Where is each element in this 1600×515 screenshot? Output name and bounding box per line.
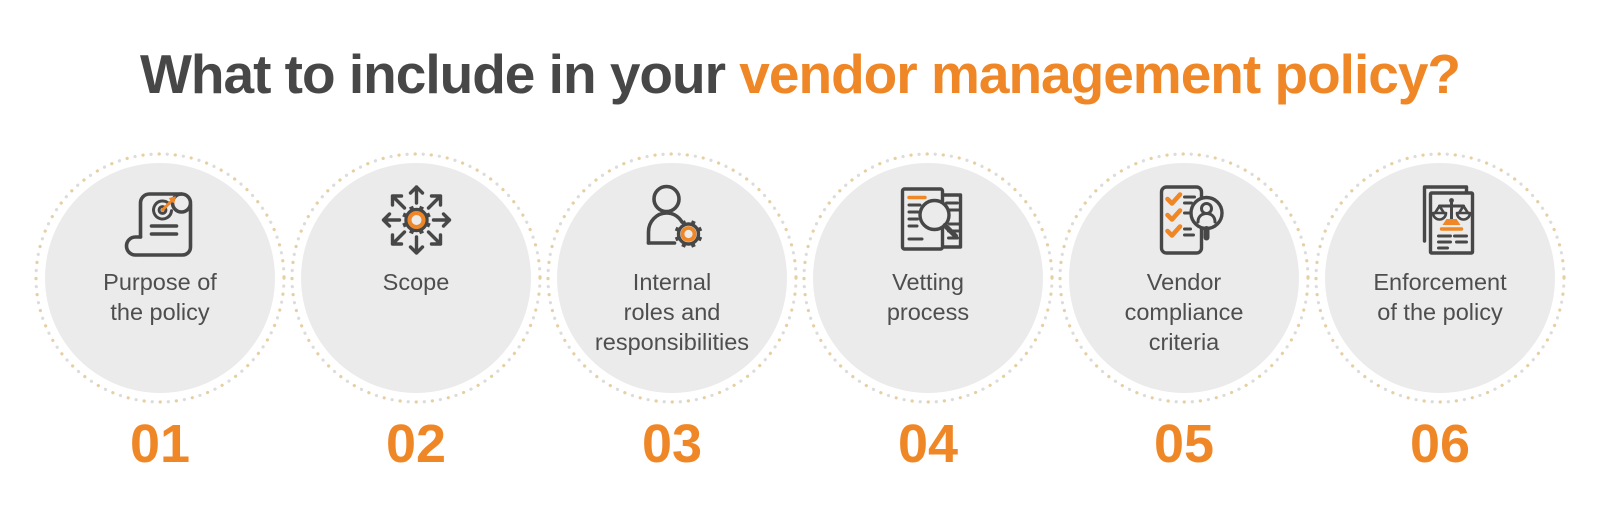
policy-item-number: 03 (641, 413, 703, 474)
policy-circle: Vendor compliance criteria (1058, 151, 1310, 404)
policy-item-label: Vendor compliance criteria (1124, 268, 1244, 355)
policy-item-number: 04 (897, 413, 959, 474)
policy-circle: Scope (290, 151, 542, 404)
policy-circle: Enforcement of the policy (1314, 151, 1566, 404)
policy-circle: Purpose of the policy (34, 151, 286, 404)
policy-item-number: 01 (129, 413, 191, 474)
policy-item-label: Enforcement of the policy (1373, 268, 1507, 325)
title-highlight: vendor management policy? (739, 43, 1461, 105)
policy-item-roles: Internal roles and responsibilities 03 (544, 151, 800, 474)
policy-item-label: Purpose of the policy (103, 268, 217, 325)
title-prefix: What to include in your (139, 43, 726, 105)
policy-circle: Vetting process (802, 151, 1054, 404)
policy-item-vetting: Vetting process 04 (800, 151, 1056, 474)
dotted-ring-decoration (34, 151, 286, 404)
dotted-ring-decoration (1314, 151, 1566, 404)
policy-item-label: Internal roles and responsibilities (594, 268, 750, 355)
documents-scales-icon (1325, 177, 1555, 263)
checklist-magnifier-icon (1069, 177, 1299, 263)
policy-item-purpose: Purpose of the policy 01 (32, 151, 288, 474)
dotted-ring-decoration (1058, 151, 1310, 404)
gear-arrows-icon (301, 177, 531, 263)
policy-item-label: Scope (382, 268, 450, 295)
policy-item-scope: Scope 02 (288, 151, 544, 474)
policy-item-label: Vetting process (886, 268, 970, 325)
dotted-ring-decoration (802, 151, 1054, 404)
document-magnifier-icon (813, 177, 1043, 263)
policy-item-number: 06 (1409, 413, 1471, 474)
policy-circle: Internal roles and responsibilities (546, 151, 798, 404)
page-title: What to include in your vendor managemen… (0, 44, 1600, 105)
dotted-ring-decoration (290, 151, 542, 404)
policy-item-compliance: Vendor compliance criteria 05 (1056, 151, 1312, 474)
policy-items-row: Purpose of the policy 01 (0, 151, 1600, 474)
circle-background (557, 162, 787, 393)
policy-item-number: 02 (385, 413, 447, 474)
scroll-target-icon (45, 177, 275, 263)
circle-background (1069, 162, 1299, 393)
policy-item-number: 05 (1153, 413, 1215, 474)
policy-item-enforcement: Enforcement of the policy 06 (1312, 151, 1568, 474)
dotted-ring-decoration (546, 151, 798, 404)
person-gear-icon (557, 177, 787, 263)
